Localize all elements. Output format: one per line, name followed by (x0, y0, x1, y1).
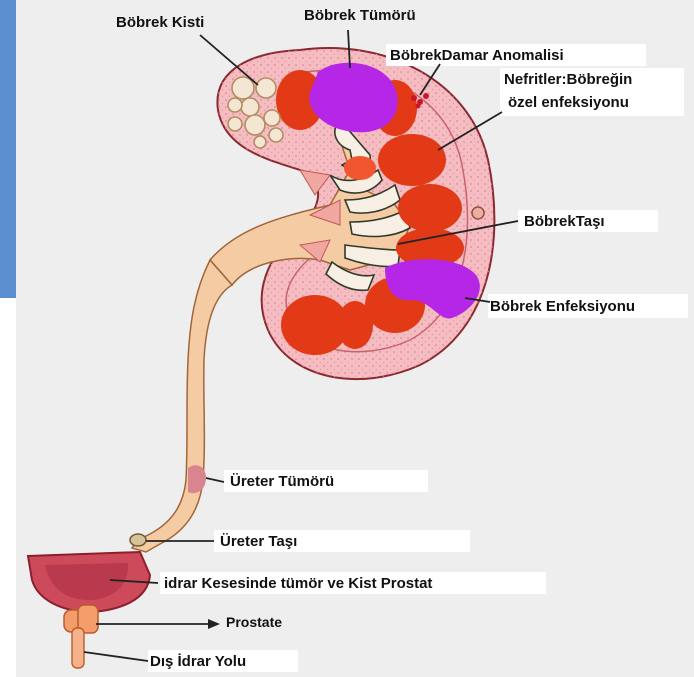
label-nephritis-line1: Nefritler:Böbreğin (504, 71, 632, 88)
label-ureter-stone: Üreter Taşı (220, 533, 297, 550)
label-nephritis-line2: özel enfeksiyonu (508, 94, 629, 111)
label-kidney-infection: Böbrek Enfeksiyonu (490, 298, 635, 315)
prostate-arrowhead (208, 619, 220, 629)
label-vascular-anomaly: BöbrekDamar Anomalisi (390, 47, 564, 64)
label-kidney-tumor: Böbrek Tümörü (304, 7, 416, 24)
label-urethra: Dış İdrar Yolu (150, 653, 246, 670)
ureter-stone-dot (130, 534, 146, 546)
ureter (132, 260, 232, 552)
ureter-tumor-mass (188, 465, 206, 493)
urethra (72, 628, 84, 668)
kidney-stone-dot (472, 207, 484, 219)
label-ureter-tumor: Üreter Tümörü (230, 473, 334, 490)
label-prostate: Prostate (226, 614, 282, 630)
label-bladder: idrar Kesesinde tümör ve Kist Prostat (164, 575, 432, 592)
label-kidney-stone: BöbrekTaşı (524, 213, 605, 230)
label-kidney-cyst: Böbrek Kisti (116, 14, 204, 31)
